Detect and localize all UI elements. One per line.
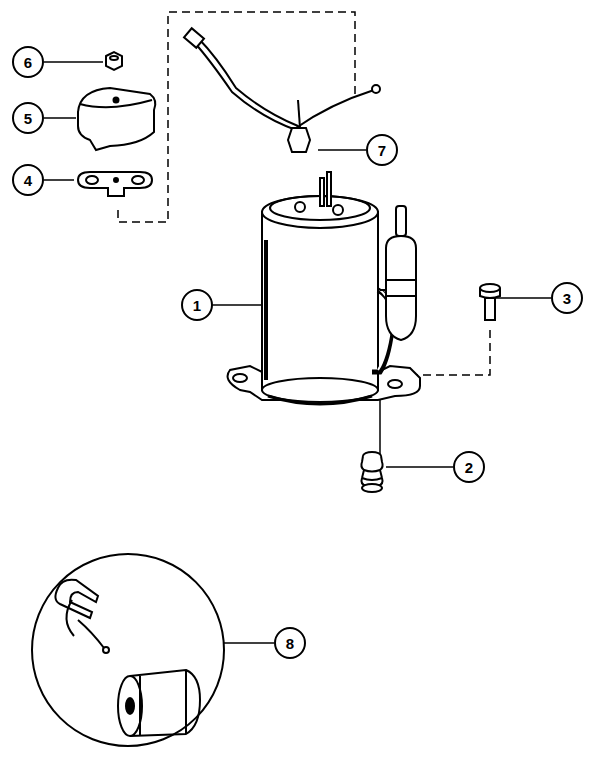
callout-circle: 7 [366,134,398,166]
nut [106,52,122,70]
callout-number: 7 [378,143,386,158]
grommet [361,452,382,492]
overload-plate [78,172,152,196]
compressor-body [262,172,378,404]
callout-circle: 3 [551,282,583,314]
callout-number: 8 [286,636,294,651]
wire-harness [184,28,380,152]
accumulator [372,206,416,372]
bolt [480,284,500,320]
callout-number: 3 [563,291,571,306]
callout-number: 4 [24,173,32,188]
callout-number: 1 [193,298,201,313]
callout-number: 6 [24,55,32,70]
callout-circle: 5 [12,102,44,134]
callout-circle: 1 [181,289,213,321]
callout-number: 5 [24,111,32,126]
callout-circle: 8 [274,627,306,659]
callout-circle: 4 [12,164,44,196]
callout-circle: 6 [12,46,44,78]
callout-circle: 2 [453,451,485,483]
overload-cover [78,88,155,150]
detail-circle [32,554,224,746]
callout-number: 2 [465,460,473,475]
